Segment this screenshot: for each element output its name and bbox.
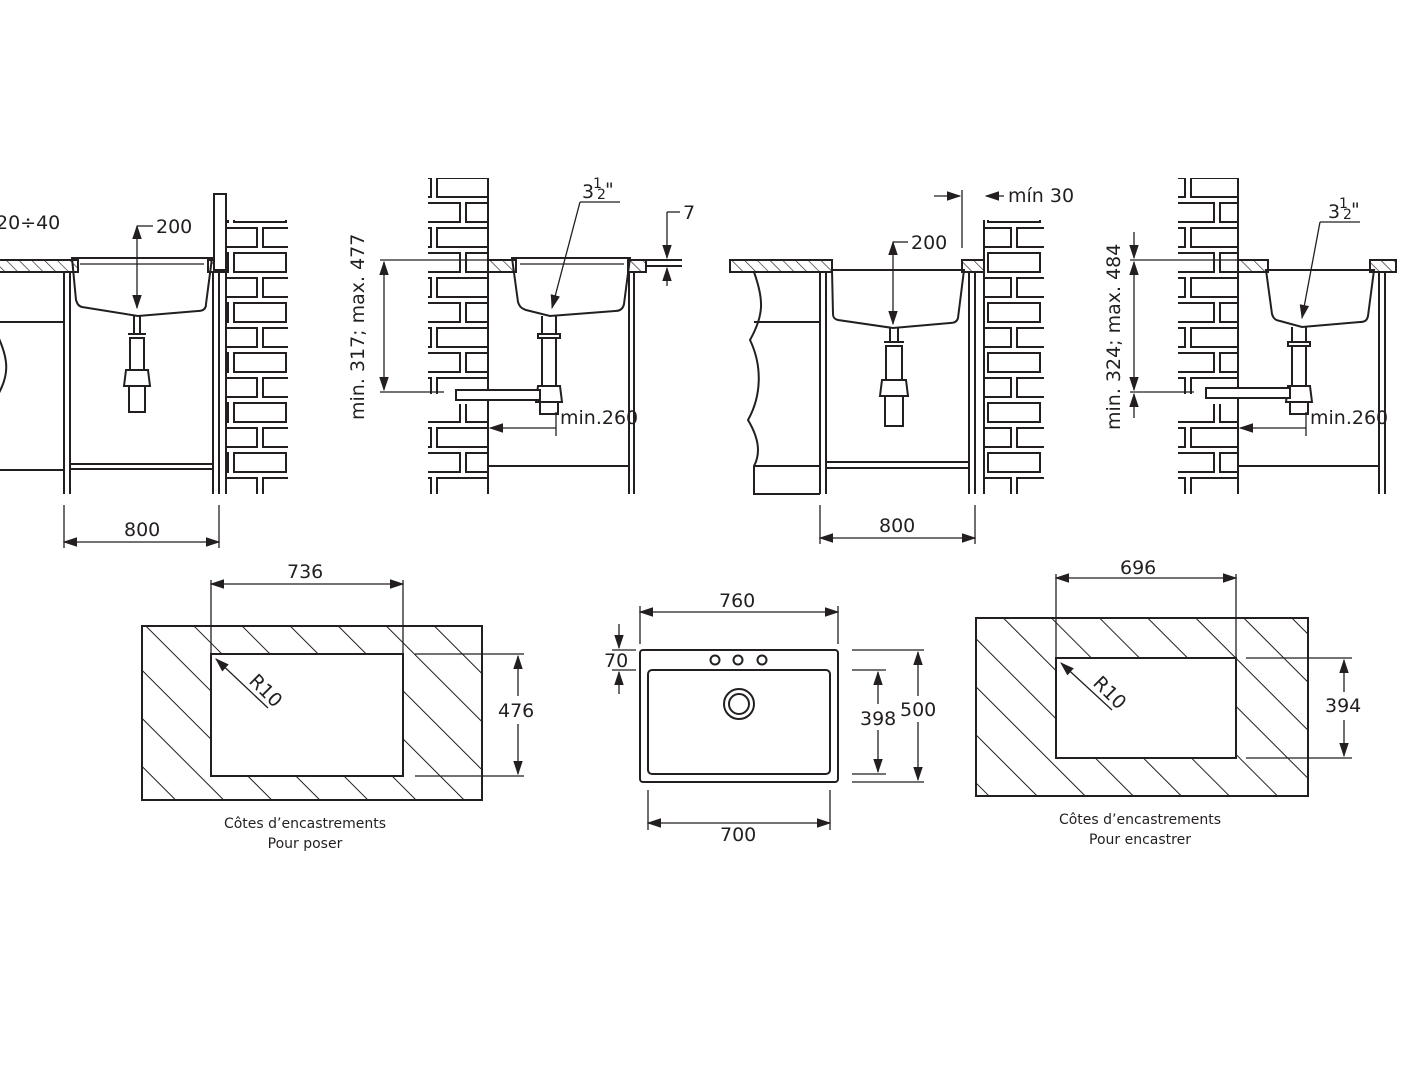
rim-width-label: 70 [604,650,628,672]
cutout-opening [210,653,404,777]
cabinet-width-label: 800 [124,519,160,541]
cutout-opening [1055,657,1237,759]
bowl-depth-label: 200 [156,216,192,238]
tap-hole-icon [709,654,721,666]
cutout-overmount: 736 476 R10 Côtes d’encastrements Pour p… [141,561,542,852]
brick-wall-lower [428,404,488,494]
pipe-fraction-num: 1 [1339,196,1348,212]
brick-wall [984,220,1044,494]
side-view-3: mín 30 200 800 [729,185,1074,544]
inner-height-label: 398 [860,708,896,730]
tap-hole-icon [732,654,744,666]
siphon-pipe [122,316,152,413]
drain-distance-label: min.260 [1310,407,1388,429]
caption-line-2: Pour encastrer [1089,832,1191,848]
cutout-height-label: 394 [1325,695,1361,717]
basin-outline [647,669,831,775]
side-view-1: 20÷40 200 800 [0,193,288,548]
siphon-pipe [1284,327,1314,415]
drain-outer-icon [723,688,755,720]
height-range-label: min. 317; max. 477 [347,234,369,420]
pipe-unit: " [605,179,614,201]
siphon-pipe [878,328,910,427]
caption-line-2: Pour poser [268,836,343,852]
cutout-flush: 696 394 R10 Côtes d’encastrements Pour e… [975,557,1370,848]
caption-line-1: Côtes d’encastrements [1059,812,1221,828]
brick-wall-lower [1178,404,1238,494]
tap-hole-icon [756,654,768,666]
brick-wall [226,220,288,494]
inner-width-label: 700 [720,824,756,846]
pipe-fraction-den: 2 [597,187,606,203]
cutout-width-label: 696 [1120,557,1156,579]
brick-wall [428,178,488,394]
bowl-depth-label: 200 [911,232,947,254]
drain-distance-label: min.260 [560,407,638,429]
drain-pipe [1205,387,1291,399]
pipe-fraction-den: 2 [1343,207,1352,223]
caption-line-1: Côtes d’encastrements [224,816,386,832]
countertop [0,259,79,273]
side-view-4: min. 324; max. 484 3 1 2 " min.260 [1103,178,1397,494]
countertop [1237,259,1269,273]
rim-offset-label: 7 [683,202,695,224]
drain-pipe [455,389,541,401]
outer-height-label: 500 [900,699,936,721]
sink-plan: 760 700 70 398 500 [604,590,939,846]
pipe-size-label: 3 [582,181,594,203]
cabinet-width-label: 800 [879,515,915,537]
sink-bowl [1264,269,1376,329]
sink-bowl [70,257,214,318]
cutout-height-label: 476 [498,700,534,722]
sink-outline [639,649,839,783]
height-range-label: min. 324; max. 484 [1103,244,1125,430]
pipe-unit: " [1351,199,1360,221]
cutout-width-label: 736 [287,561,323,583]
drain-inner-icon [728,693,750,715]
side-view-2: min. 317; max. 477 3 1 2 " 7 min.260 [347,176,695,494]
pipe-fraction-num: 1 [593,176,602,192]
sink-bowl [830,269,966,330]
outer-width-label: 760 [719,590,755,612]
siphon-pipe [534,316,564,415]
backsplash-post [213,193,227,271]
wall-clearance-label: mín 30 [1008,185,1074,207]
sink-bowl [510,257,632,318]
countertop [729,259,833,273]
brick-wall [1178,178,1238,394]
pipe-size-label: 3 [1328,201,1340,223]
gap-dimension-label: 20÷40 [0,212,60,234]
